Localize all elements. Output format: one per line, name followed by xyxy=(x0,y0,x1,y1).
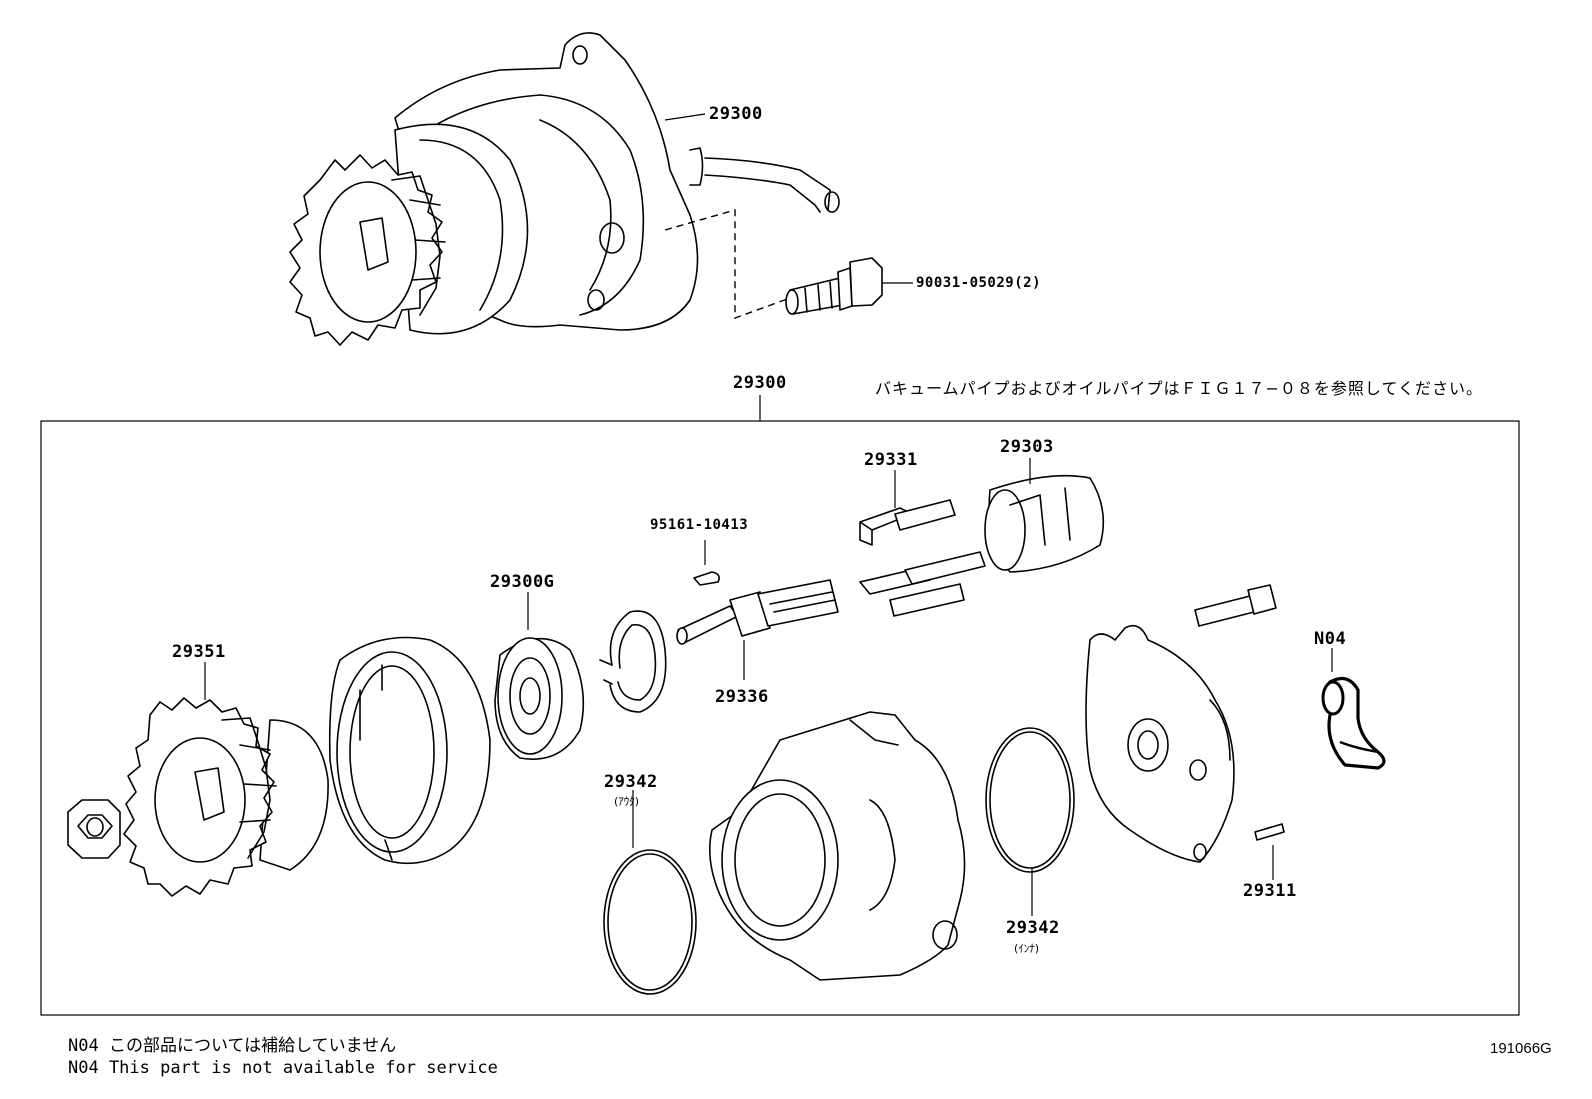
figure-id: 191066G xyxy=(1490,1040,1552,1057)
vacuum-pump-assembly-illustration xyxy=(289,32,840,346)
assembly-frame xyxy=(40,420,1520,1016)
label-oring-outer[interactable]: 29342 xyxy=(604,772,658,792)
small-bolt-illustration xyxy=(1194,584,1277,627)
label-shaft[interactable]: 29336 xyxy=(715,687,769,707)
footer-note-en: N04 This part is not available for servi… xyxy=(68,1058,498,1078)
label-gear[interactable]: 29351 xyxy=(172,642,226,662)
label-pin[interactable]: 29311 xyxy=(1243,881,1297,901)
footer-note-jp: N04 この部品については補給していません xyxy=(68,1036,397,1056)
n04-part-illustration xyxy=(1321,648,1386,770)
pump-rotor-illustration xyxy=(984,458,1105,573)
o-ring-outer-illustration xyxy=(603,849,697,995)
rotor-shaft-illustration xyxy=(676,579,839,680)
pin-illustration xyxy=(1254,823,1285,841)
label-oring-inner-sub: (ｲﾝﾅ) xyxy=(1014,942,1040,955)
o-ring-inner-illustration xyxy=(985,727,1075,873)
label-box-assembly[interactable]: 29300 xyxy=(733,373,787,393)
pump-housing-illustration xyxy=(708,711,966,981)
label-n04[interactable]: N04 xyxy=(1314,629,1347,649)
vane-blades-illustration xyxy=(859,470,986,617)
snap-ring-illustration xyxy=(599,610,667,713)
label-oring-inner[interactable]: 29342 xyxy=(1006,918,1060,938)
note-reference-jp: バキュームパイプおよびオイルパイプはＦＩＧ１７−０８を参照してください。 xyxy=(875,379,1483,398)
label-bolt-top[interactable]: 90031-05029(2) xyxy=(916,275,1042,291)
ball-bearing-illustration xyxy=(494,637,585,760)
end-plate-illustration xyxy=(1085,624,1235,863)
label-vane[interactable]: 29331 xyxy=(864,450,918,470)
drive-gear-illustration xyxy=(123,697,329,897)
hex-nut-illustration xyxy=(67,799,121,859)
label-bearing[interactable]: 29300G xyxy=(490,572,555,592)
label-oring-outer-sub: (ｱｳﾀ) xyxy=(614,795,640,808)
drum-sleeve-illustration xyxy=(328,636,491,865)
label-rotor[interactable]: 29303 xyxy=(1000,437,1054,457)
label-key[interactable]: 95161-10413 xyxy=(650,517,749,533)
woodruff-key-illustration xyxy=(693,571,720,586)
flange-bolt-illustration xyxy=(785,257,883,315)
label-top-assembly[interactable]: 29300 xyxy=(709,104,763,124)
